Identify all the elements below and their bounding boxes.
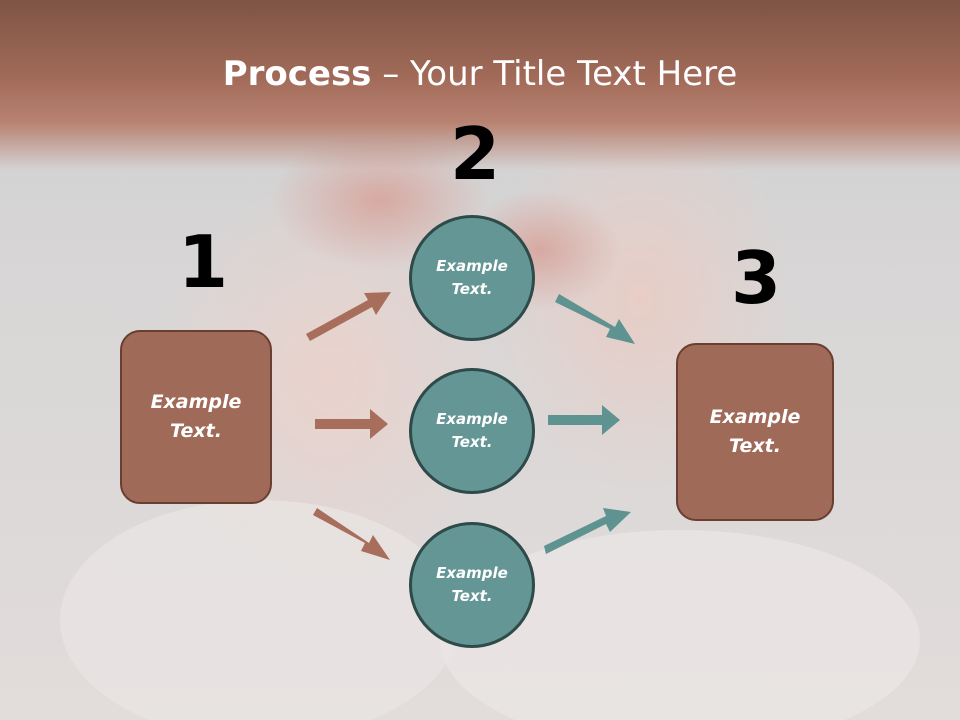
title-bold: Process <box>222 54 372 94</box>
arrow-left-to-bottom <box>313 508 390 560</box>
circle-top: Example Text. <box>409 215 535 341</box>
arrow-bottom-to-right <box>544 508 631 554</box>
circle-top-text: Example Text. <box>436 257 508 298</box>
step-number-2: 2 <box>450 112 501 196</box>
step-number-1: 1 <box>178 220 229 304</box>
circle-bottom-text: Example Text. <box>436 564 508 605</box>
arrow-left-to-middle <box>315 409 388 439</box>
arrow-top-to-right <box>555 294 635 344</box>
step-number-3: 3 <box>731 236 782 320</box>
arrow-left-to-top <box>306 292 391 341</box>
circle-middle: Example Text. <box>409 368 535 494</box>
circle-bottom: Example Text. <box>409 522 535 648</box>
slide-title: Process – Your Title Text Here <box>0 52 960 96</box>
circle-middle-text: Example Text. <box>436 410 508 451</box>
arrow-middle-to-right <box>548 405 620 435</box>
left-box: Example Text. <box>120 330 272 504</box>
title-bar <box>0 0 960 170</box>
right-box-text: Example Text. <box>709 406 801 457</box>
title-rest: – Your Title Text Here <box>371 54 738 94</box>
right-box: Example Text. <box>676 343 834 521</box>
left-box-text: Example Text. <box>150 391 242 442</box>
